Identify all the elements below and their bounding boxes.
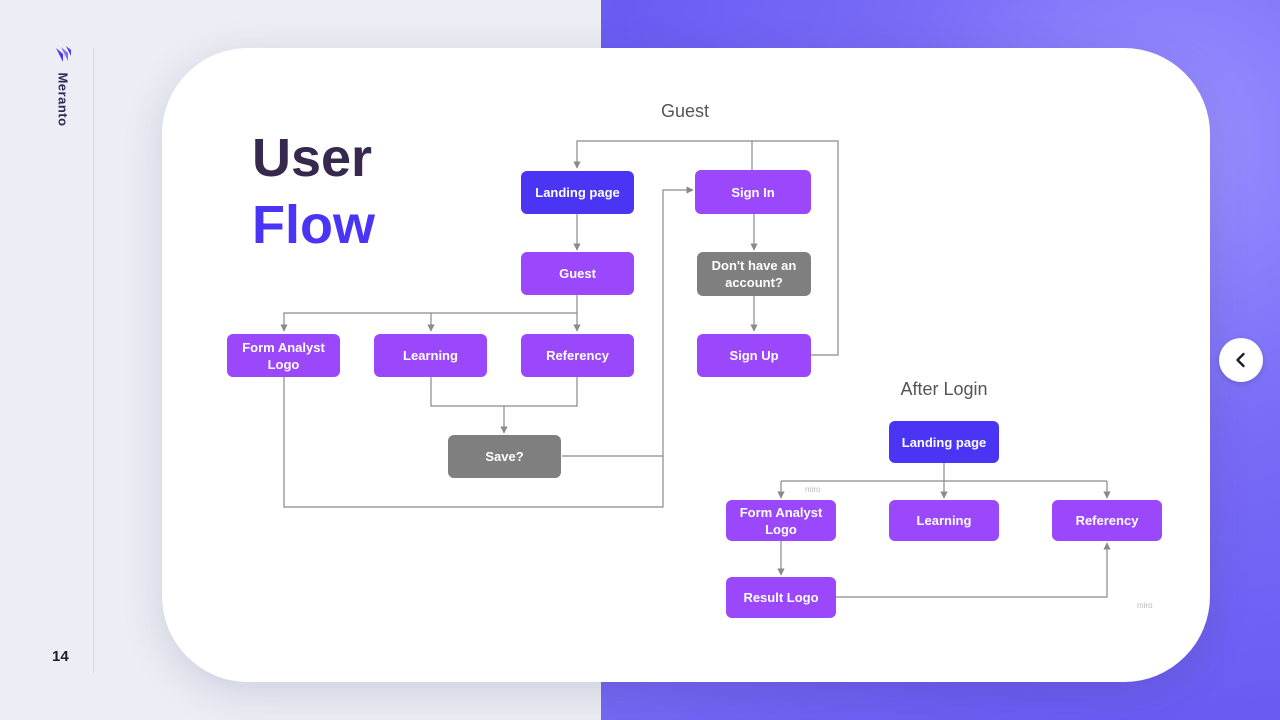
- after-login-section-label: After Login: [900, 379, 988, 399]
- page-number: 14: [52, 648, 69, 665]
- left-rail-divider: [93, 48, 94, 673]
- guest-form-analyst-logo-node[interactable]: Form Analyst Logo: [227, 334, 340, 377]
- guest-sign-up-node[interactable]: Sign Up: [697, 334, 811, 377]
- after-login-landing-page-node[interactable]: Landing page: [889, 421, 999, 463]
- brand: Meranto: [50, 44, 74, 134]
- guest-section-label: Guest: [660, 101, 710, 121]
- miro-watermark: miro: [805, 485, 821, 494]
- guest-landing-page-node[interactable]: Landing page: [521, 171, 634, 214]
- after-login-form-analyst-logo-node[interactable]: Form Analyst Logo: [726, 500, 836, 541]
- chevron-left-icon: [1236, 352, 1245, 368]
- miro-watermark: miro: [1137, 601, 1153, 610]
- after-login-result-logo-node[interactable]: Result Logo: [726, 577, 836, 618]
- guest-sign-in-node[interactable]: Sign In: [695, 170, 811, 214]
- guest-no-account-decision-node[interactable]: Don't have an account?: [697, 252, 811, 296]
- after-login-referency-node[interactable]: Referency: [1052, 500, 1162, 541]
- page-title-line2: Flow: [252, 195, 375, 255]
- guest-save-decision-node[interactable]: Save?: [448, 435, 561, 478]
- guest-referency-node[interactable]: Referency: [521, 334, 634, 377]
- after-login-learning-node[interactable]: Learning: [889, 500, 999, 541]
- meranto-logo-icon: [56, 46, 71, 62]
- previous-slide-button[interactable]: [1219, 338, 1263, 382]
- brand-name: Meranto: [55, 72, 71, 127]
- guest-learning-node[interactable]: Learning: [374, 334, 487, 377]
- page-title-line1: User: [252, 128, 373, 188]
- guest-node[interactable]: Guest: [521, 252, 634, 295]
